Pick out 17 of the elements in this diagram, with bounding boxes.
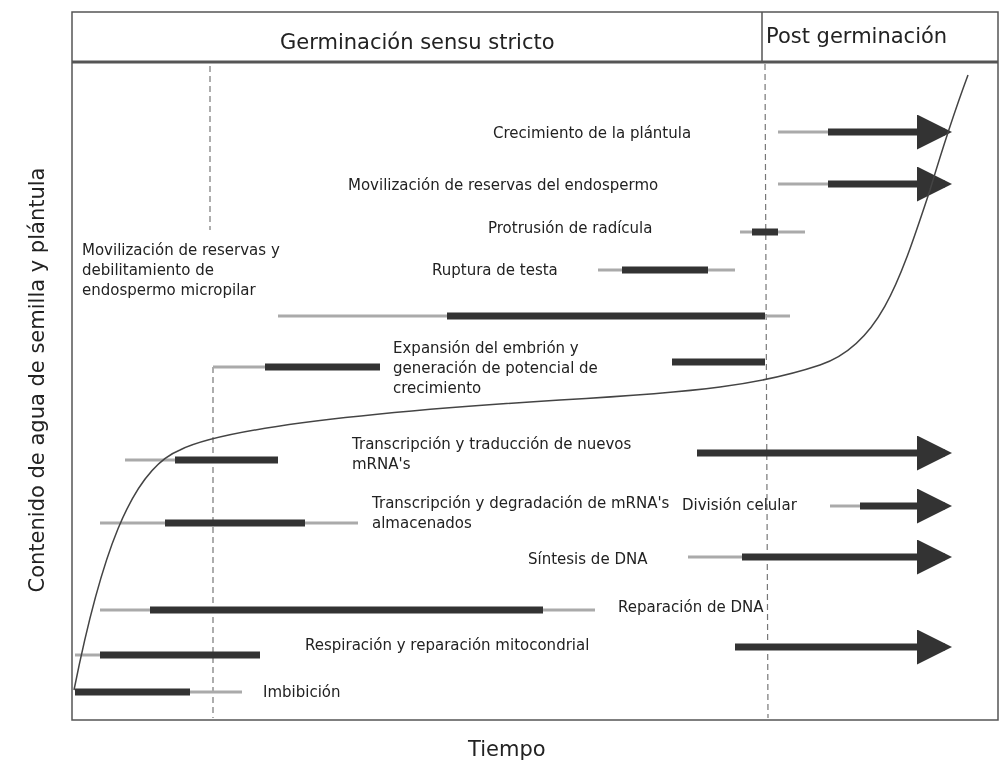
process-label: Protrusión de radícula xyxy=(488,218,654,238)
process-label: Síntesis de DNA xyxy=(528,549,649,569)
axis-title: Tiempo xyxy=(468,736,546,763)
process-label: Reparación de DNA xyxy=(618,597,765,617)
header-title: Post germinación xyxy=(766,23,948,50)
process-label: División celular xyxy=(682,495,798,515)
axis-title: Contenido de agua de semilla y plántula xyxy=(24,167,51,593)
process-label: Crecimiento de la plántula xyxy=(493,123,693,143)
process-label: Imbibición xyxy=(263,682,342,702)
process-label: Ruptura de testa xyxy=(432,260,559,280)
process-label: Expansión del embrión y generación de potencial de crecimiento xyxy=(393,338,599,398)
process-label: Transcripción y degradación de mRNA's almacenados xyxy=(372,493,671,533)
header-title: Germinación sensu stricto xyxy=(280,29,555,56)
process-label: Movilización de reservas y debilitamiento de endospermo micropilar xyxy=(82,240,281,300)
process-label: Movilización de reservas del endospermo xyxy=(348,175,660,195)
process-label: Respiración y reparación mitocondrial xyxy=(305,635,591,655)
process-label: Transcripción y traducción de nuevos mRNA's xyxy=(352,434,633,474)
